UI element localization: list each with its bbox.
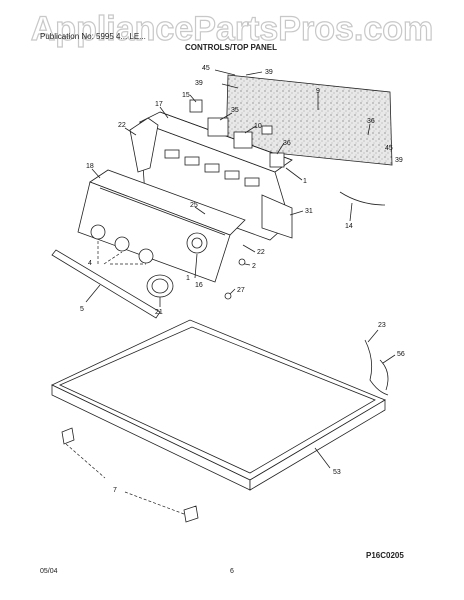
knob-parts xyxy=(90,224,208,264)
callout: 31 xyxy=(305,208,313,215)
callout: 7 xyxy=(113,487,117,494)
dashed-leaders xyxy=(65,240,185,515)
end-cap-part xyxy=(129,117,159,173)
control-panel-part xyxy=(77,169,246,283)
screw-part xyxy=(224,292,232,300)
wire-part xyxy=(339,191,386,206)
footer-date: 05/04 xyxy=(40,568,58,575)
diagram-code: P16C0205 xyxy=(366,551,404,560)
callout: 36 xyxy=(367,118,375,125)
callout: 5 xyxy=(80,306,84,313)
callout: 21 xyxy=(155,309,163,316)
callout: 39 xyxy=(265,69,273,76)
hinge-part xyxy=(183,505,199,523)
callout: 25 xyxy=(190,202,198,209)
callout: 39 xyxy=(395,157,403,164)
relay-part xyxy=(269,152,285,168)
callout: 10 xyxy=(254,123,262,130)
callout: 45 xyxy=(385,145,393,152)
timer-part xyxy=(207,117,229,137)
callout: 39 xyxy=(195,80,203,87)
callout: 1 xyxy=(186,275,190,282)
callout: 4 xyxy=(88,260,92,267)
section-title: CONTROLS/TOP PANEL xyxy=(185,43,278,52)
callout: 9 xyxy=(316,88,320,95)
callout: 17 xyxy=(155,101,163,108)
callout: 22 xyxy=(118,122,126,129)
callout: 1 xyxy=(303,178,307,185)
callout: 16 xyxy=(195,282,203,289)
selector-part xyxy=(233,131,253,149)
screw-part xyxy=(238,258,246,266)
rear-panel-part xyxy=(225,74,393,166)
callout: 18 xyxy=(86,163,94,170)
callout: 27 xyxy=(237,287,245,294)
callout: 45 xyxy=(202,65,210,72)
top-panel-part xyxy=(51,319,386,491)
trim-strip-part xyxy=(51,249,161,319)
watermark: AppliancePartsPros.com xyxy=(30,9,434,48)
leader-lines xyxy=(85,69,396,469)
svg-text:AppliancePartsPros.com: AppliancePartsPros.com xyxy=(31,10,433,48)
callout: 53 xyxy=(333,469,341,476)
harness-part xyxy=(364,339,389,396)
footer-page: 6 xyxy=(230,568,234,575)
callout: 35 xyxy=(231,107,239,114)
callout: 2 xyxy=(252,263,256,270)
callout: 14 xyxy=(345,223,353,230)
hinge-part xyxy=(61,427,75,445)
switch-part xyxy=(189,99,203,113)
publication-line: Publication No: 5995 4... LE... xyxy=(40,32,146,41)
callout: 15 xyxy=(182,92,190,99)
callout: 36 xyxy=(283,140,291,147)
callout: 23 xyxy=(378,322,386,329)
callout: 22 xyxy=(257,249,265,256)
clip-part xyxy=(261,125,273,135)
callout: 56 xyxy=(397,351,405,358)
bezel-ring-part xyxy=(146,274,174,298)
